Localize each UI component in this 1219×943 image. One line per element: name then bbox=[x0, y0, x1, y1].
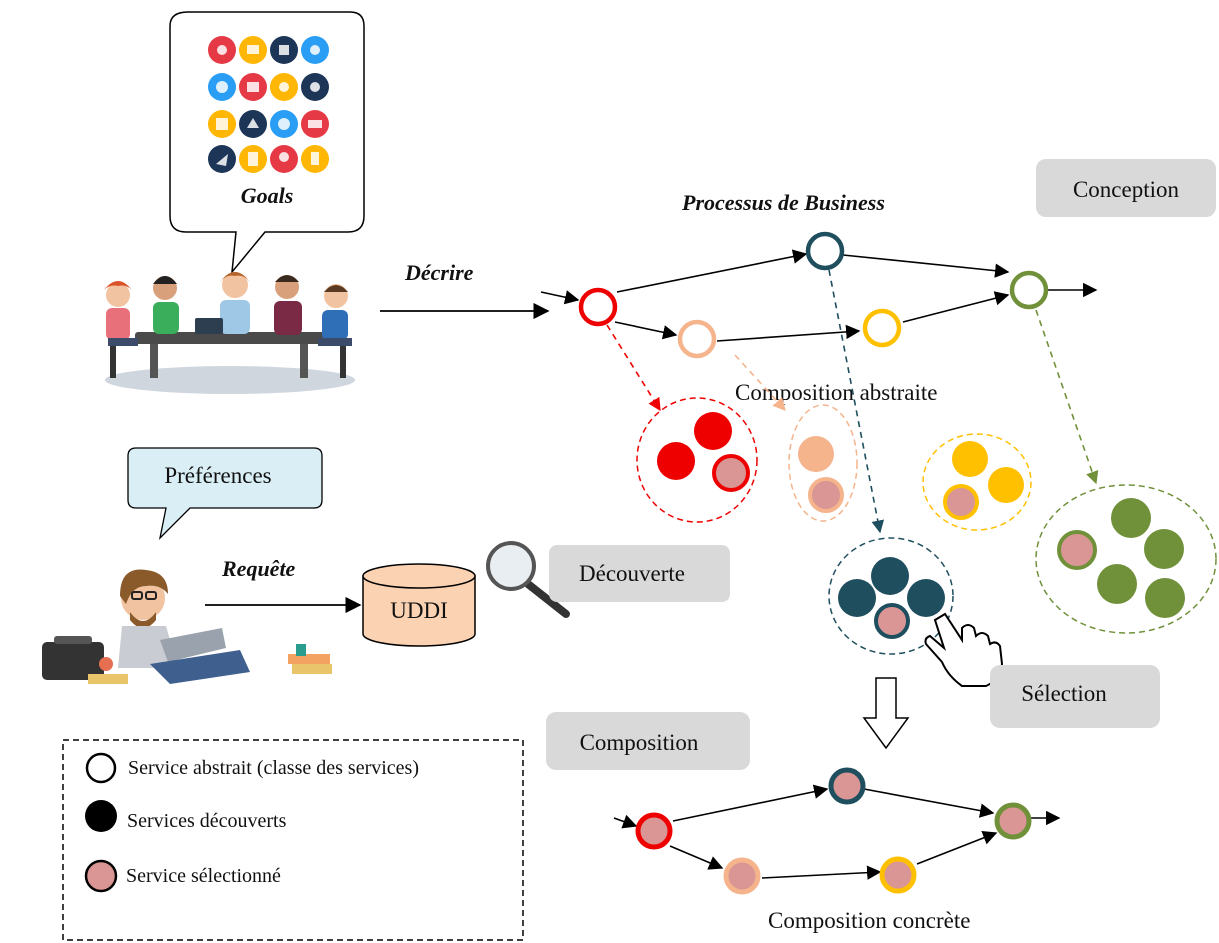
conception-label: Conception bbox=[1073, 177, 1180, 202]
legend: Service abstrait (classe des services) S… bbox=[62, 739, 524, 941]
abstract-composition-label: Composition abstraite bbox=[735, 380, 938, 405]
goals-label: Goals bbox=[241, 183, 294, 208]
legend-abstract-icon bbox=[85, 752, 117, 784]
user-illustration bbox=[42, 569, 332, 684]
discovery-arrows bbox=[606, 269, 1099, 534]
decouverte-label: Découverte bbox=[579, 561, 685, 586]
preferences-bubble: Préférences bbox=[127, 447, 323, 540]
abstract-service-green bbox=[1009, 270, 1049, 310]
abstract-service-yellow bbox=[862, 308, 902, 348]
concrete-process-edges bbox=[613, 784, 1061, 880]
legend-selected-label: Service sélectionné bbox=[126, 865, 281, 887]
selected-service-teal bbox=[828, 767, 866, 805]
label-box-composition: Composition bbox=[546, 712, 750, 770]
preferences-label: Préférences bbox=[164, 463, 271, 488]
selected-service-red bbox=[635, 812, 673, 850]
goals-icon-grid bbox=[208, 36, 329, 173]
team-meeting-illustration bbox=[104, 272, 355, 394]
label-box-conception: Conception bbox=[1036, 159, 1216, 217]
legend-discovered-label: Services découverts bbox=[127, 810, 287, 832]
selected-service-peach bbox=[723, 857, 761, 895]
cluster-green bbox=[1035, 484, 1217, 634]
abstract-service-teal bbox=[805, 231, 845, 271]
concrete-service-nodes bbox=[635, 767, 1032, 895]
uddi-registry: UDDI bbox=[362, 563, 476, 647]
goals-bubble: Goals bbox=[169, 11, 365, 275]
concrete-composition-label: Composition concrète bbox=[768, 908, 971, 933]
legend-selected-icon bbox=[84, 859, 118, 893]
requete-label: Requête bbox=[221, 556, 296, 581]
uddi-label: UDDI bbox=[390, 598, 448, 623]
selection-label: Sélection bbox=[1021, 681, 1107, 706]
label-box-selection: Sélection bbox=[990, 665, 1160, 728]
magnifier-icon bbox=[486, 541, 570, 618]
abstract-service-red bbox=[578, 287, 618, 327]
legend-discovered-icon bbox=[85, 800, 117, 832]
decrire-label: Décrire bbox=[404, 260, 474, 285]
hand-pointer-icon bbox=[924, 612, 1004, 687]
down-arrow-icon bbox=[862, 677, 910, 750]
selected-service-green bbox=[994, 802, 1032, 840]
composition-label: Composition bbox=[580, 730, 699, 755]
cluster-teal bbox=[828, 537, 954, 655]
process-title: Processus de Business bbox=[681, 190, 885, 215]
abstract-process-edges bbox=[540, 249, 1098, 342]
label-box-decouverte: Découverte bbox=[549, 545, 730, 602]
abstract-service-peach bbox=[677, 319, 717, 359]
cluster-peach bbox=[788, 404, 858, 522]
abstract-service-nodes bbox=[578, 231, 1049, 359]
legend-abstract-label: Service abstrait (classe des services) bbox=[128, 757, 419, 779]
cluster-yellow bbox=[922, 433, 1032, 531]
selected-service-yellow bbox=[879, 856, 917, 894]
cluster-red bbox=[636, 397, 758, 523]
